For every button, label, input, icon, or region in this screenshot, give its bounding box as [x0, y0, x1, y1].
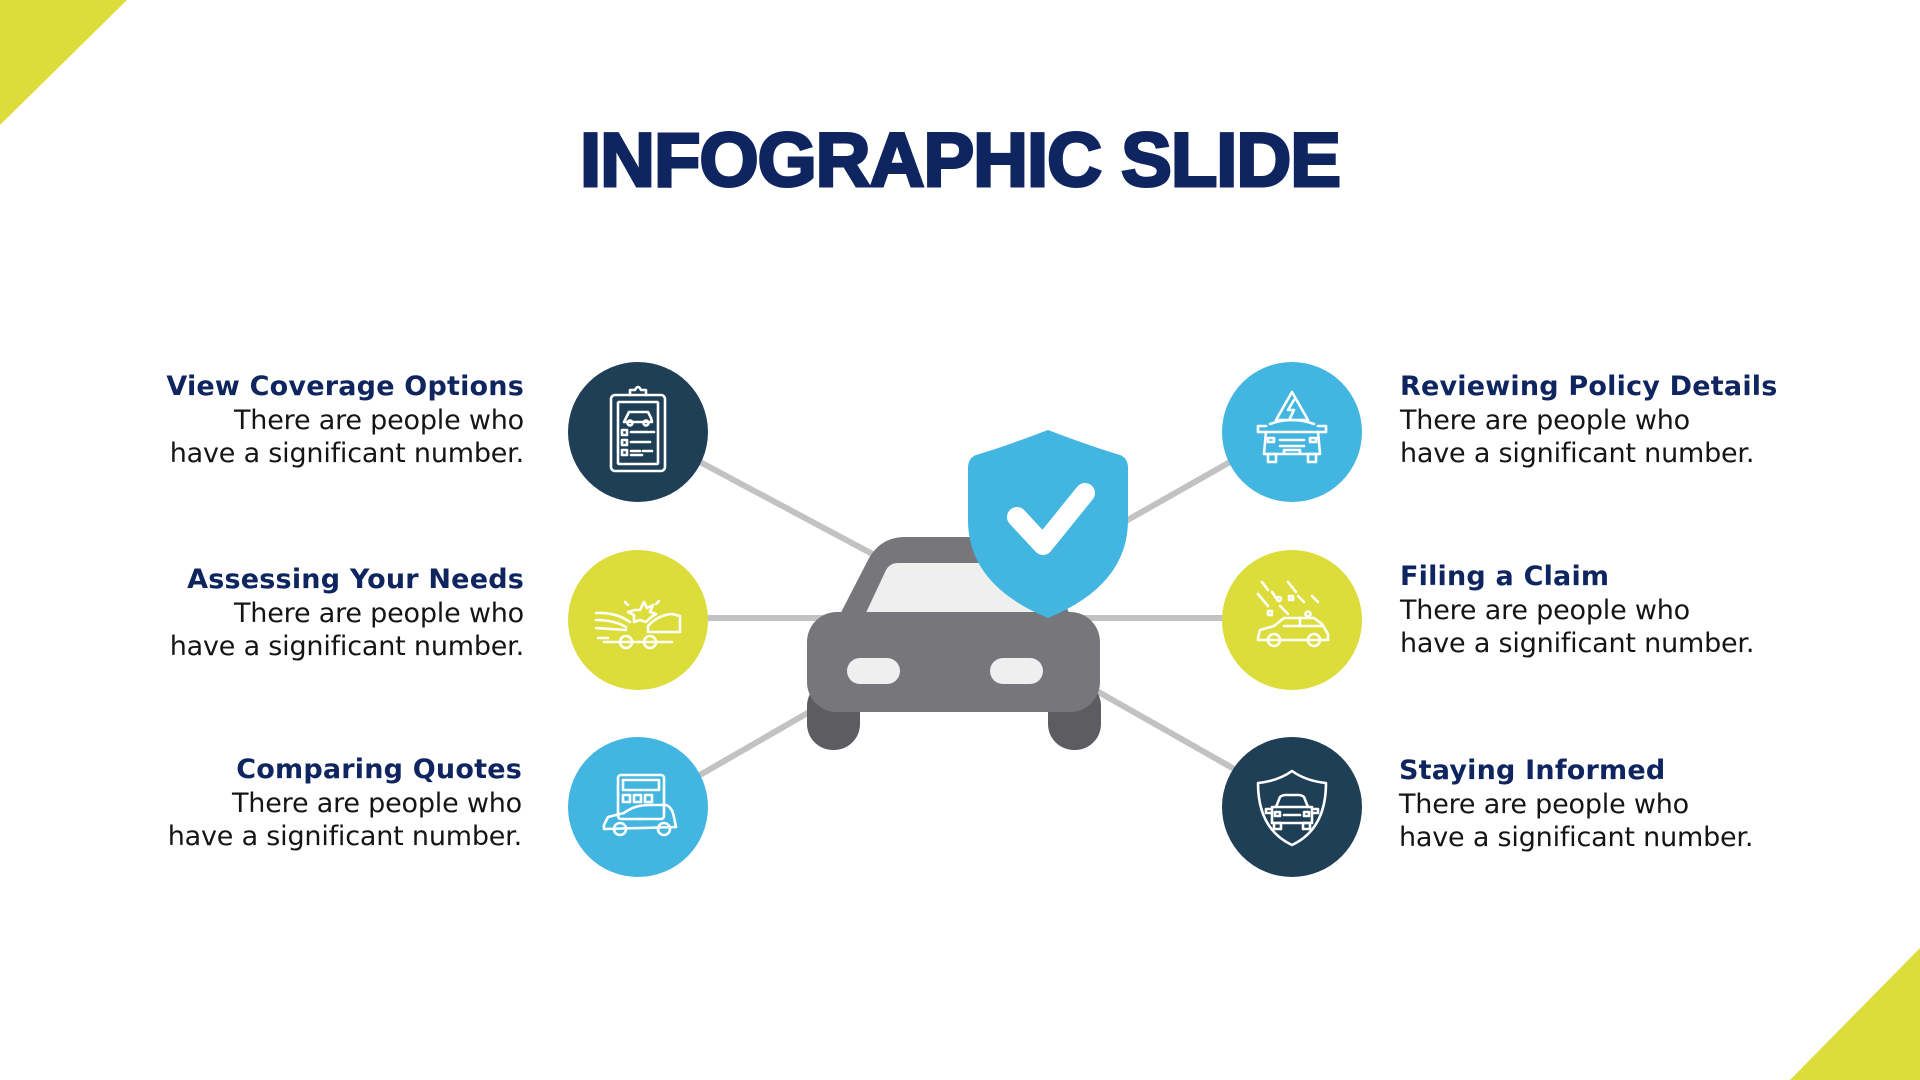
icon-circle-comparing-quotes	[568, 737, 708, 877]
corner-triangle-bottom-right	[1790, 948, 1920, 1080]
item-staying-informed: Staying Informed There are people who ha…	[1399, 754, 1819, 854]
icon-circle-view-coverage	[568, 362, 708, 502]
shield-check-icon	[968, 430, 1128, 618]
item-text-line-1: There are people who	[232, 788, 522, 819]
item-title: Comparing Quotes	[236, 754, 522, 785]
item-text-line-1: There are people who	[234, 405, 524, 436]
item-text-line-1: There are people who	[234, 598, 524, 629]
item-title: Assessing Your Needs	[187, 564, 524, 595]
item-reviewing-policy-details: Reviewing Policy Details There are peopl…	[1400, 370, 1820, 470]
item-text-line-1: There are people who	[1400, 405, 1690, 436]
item-text-line-2: have a significant number.	[169, 438, 524, 469]
item-text-line-1: There are people who	[1399, 789, 1689, 820]
item-text-line-2: have a significant number.	[1399, 822, 1754, 853]
item-text-line-2: have a significant number.	[1400, 628, 1755, 659]
item-comparing-quotes: Comparing Quotes There are people who ha…	[102, 753, 522, 853]
car-hail-icon	[1256, 580, 1330, 648]
item-text-line-2: have a significant number.	[167, 821, 522, 852]
slide-title: INFOGRAPHIC SLIDE	[579, 117, 1343, 205]
item-text-line-2: have a significant number.	[169, 631, 524, 662]
icon-circle-reviewing-policy	[1222, 362, 1362, 502]
item-filing-a-claim: Filing a Claim There are people who have…	[1400, 560, 1820, 660]
icon-circle-staying-informed	[1222, 737, 1362, 877]
item-text-line-2: have a significant number.	[1400, 438, 1755, 469]
item-view-coverage-options: View Coverage Options There are people w…	[104, 370, 524, 470]
car-crash-icon	[594, 599, 682, 650]
item-title: View Coverage Options	[166, 371, 524, 402]
clipboard-car-icon	[609, 385, 667, 473]
item-title: Filing a Claim	[1400, 561, 1610, 592]
car-electric-warning-icon	[1256, 390, 1328, 464]
item-assessing-your-needs: Assessing Your Needs There are people wh…	[104, 563, 524, 663]
calculator-car-icon	[602, 773, 678, 837]
item-text-line-1: There are people who	[1400, 595, 1690, 626]
corner-triangle-top-left	[0, 0, 127, 125]
icon-circle-assessing-needs	[568, 550, 708, 690]
item-title: Staying Informed	[1399, 755, 1666, 786]
item-title: Reviewing Policy Details	[1400, 371, 1778, 402]
icon-circle-filing-claim	[1222, 550, 1362, 690]
shield-car-icon	[1256, 769, 1328, 847]
